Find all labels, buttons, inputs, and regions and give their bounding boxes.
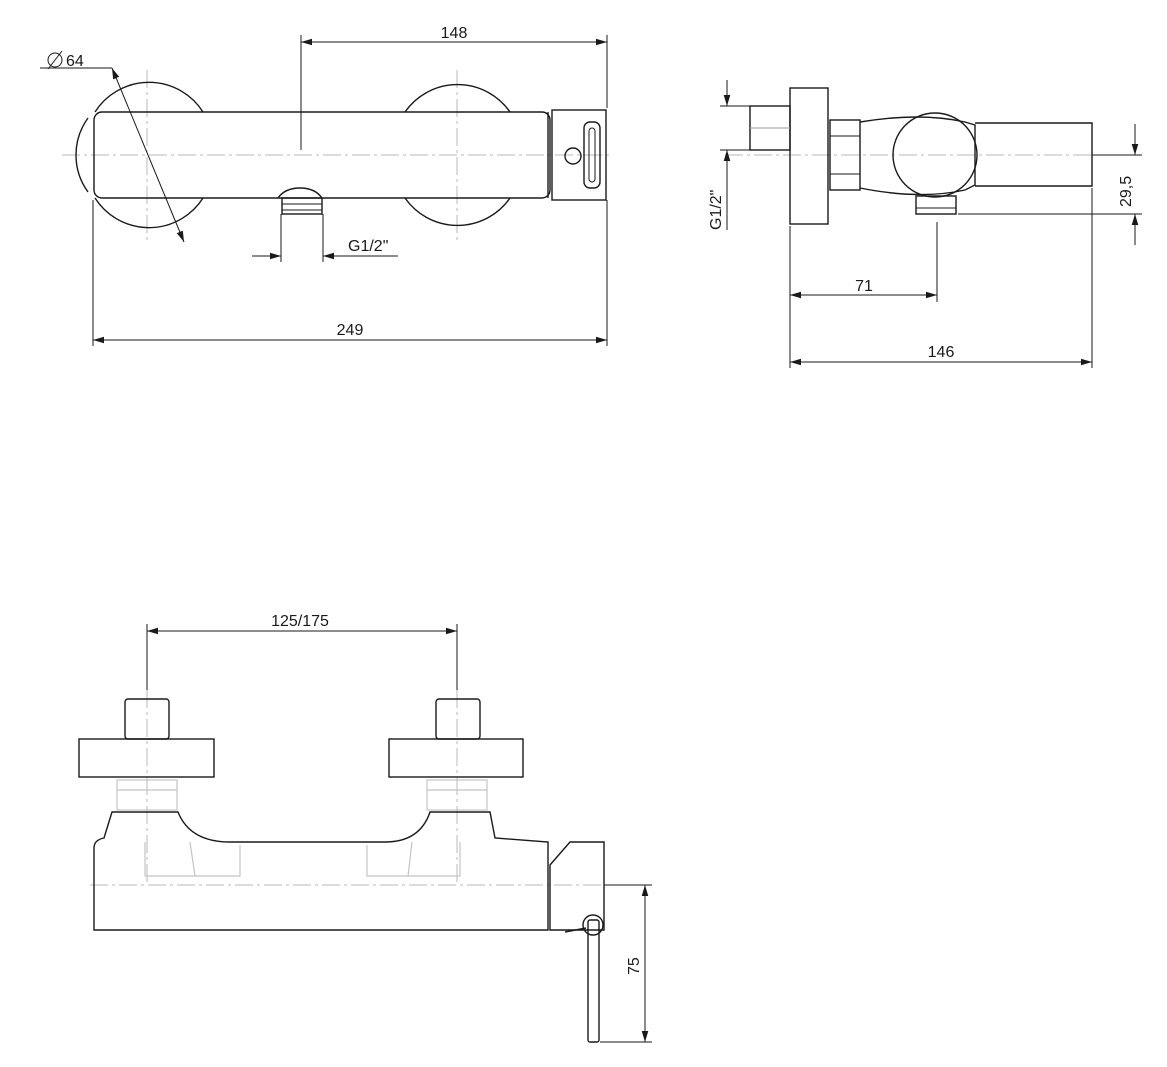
side-dim-29-label: 29,5 — [1118, 176, 1135, 207]
front-view-right-rosette — [388, 738, 524, 778]
front-view-right-nut — [426, 779, 488, 811]
front-dim-centers-label: 125/175 — [271, 613, 329, 630]
front-view: 125/175 75 — [78, 613, 652, 1043]
side-view: G1/2" 29,5 71 146 — [708, 80, 1142, 368]
top-view-lever-housing — [551, 109, 607, 201]
side-view-body-circle — [892, 112, 978, 198]
side-dim-thread-label: G1/2" — [708, 190, 725, 230]
front-view-lever-housing — [549, 841, 605, 931]
top-view-left-rosette-outer — [75, 117, 89, 193]
top-view: 64 148 G1/2" 249 — [40, 25, 612, 346]
front-view-inner-right — [366, 842, 461, 877]
diameter-leader — [111, 67, 185, 243]
side-dim-71-label: 71 — [855, 278, 873, 295]
diameter-label: 64 — [66, 53, 84, 70]
top-view-lever-slot — [583, 121, 601, 189]
top-view-lever-slot-inner — [588, 127, 596, 183]
top-view-left-rosette-top — [94, 81, 204, 113]
front-view-lever-joint — [564, 927, 587, 933]
top-view-outlet-nut — [281, 197, 323, 215]
top-view-lever-pivot — [564, 147, 582, 165]
side-view-body-profile — [859, 116, 976, 196]
front-view-inner-right-seam — [407, 841, 413, 877]
top-view-right-rosette-bottom — [404, 197, 511, 227]
front-dim-75-label: 75 — [626, 957, 643, 975]
side-dim-146-label: 146 — [928, 344, 955, 361]
front-view-lever-handle — [587, 919, 600, 1043]
top-view-outlet-neck — [277, 187, 323, 199]
top-view-left-rosette-bottom — [94, 197, 204, 229]
side-view-wall-plate — [789, 87, 829, 225]
front-view-left-rosette — [78, 738, 215, 778]
diameter-symbol-icon — [47, 52, 63, 68]
front-view-inner-left-seam — [189, 841, 196, 877]
dim-148-label: 148 — [441, 25, 468, 42]
front-view-inner-left — [144, 842, 241, 877]
front-view-lever-pivot — [582, 914, 604, 936]
front-view-mixer-body — [93, 811, 549, 931]
front-view-left-nut — [116, 779, 178, 811]
side-view-nut — [829, 119, 861, 191]
top-view-right-rosette-top — [404, 83, 511, 113]
front-view-right-fitting — [435, 698, 481, 740]
side-view-outlet-nut — [915, 195, 957, 215]
diameter-symbol-slash — [47, 50, 63, 70]
dim-thread-label: G1/2" — [348, 238, 388, 255]
dim-249-label: 249 — [337, 322, 364, 339]
